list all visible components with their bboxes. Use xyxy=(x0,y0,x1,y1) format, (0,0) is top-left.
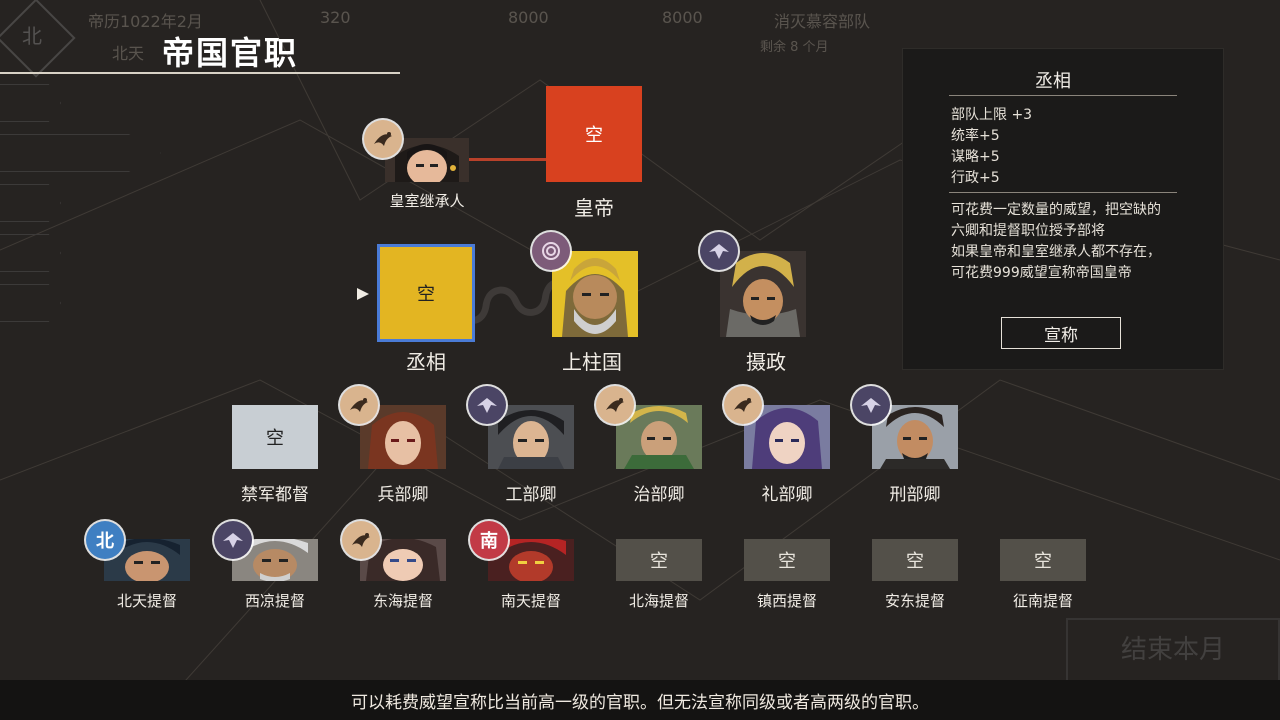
empty-label: 空 xyxy=(266,428,284,449)
eagle-icon xyxy=(468,386,506,424)
gov-portrait[interactable] xyxy=(616,405,702,469)
nation-emblem-text: 北 xyxy=(22,24,42,48)
nation-name: 北天 xyxy=(112,44,145,63)
guard-label: 禁军都督 xyxy=(241,485,309,505)
nantian-portrait[interactable] xyxy=(488,539,574,581)
desc-line: 可花费一定数量的威望，把空缺的 xyxy=(951,202,1161,218)
panel-divider xyxy=(949,95,1177,96)
troops-value: 8000 xyxy=(662,8,703,27)
beitian-face xyxy=(104,539,190,581)
gov-label: 治部卿 xyxy=(633,485,685,505)
footer-hint: 可以耗费威望宣称比当前高一级的官职。但无法宣称同级或者高两级的官职。 xyxy=(351,693,929,713)
zhengnan-label: 征南提督 xyxy=(1012,592,1073,610)
zhengnan-slot[interactable]: 空 xyxy=(1000,539,1086,581)
zhenxi-slot[interactable]: 空 xyxy=(744,539,830,581)
stat-line: 行政+5 xyxy=(951,170,1000,186)
desc-line: 如果皇帝和皇室继承人都不存在， xyxy=(951,244,1161,260)
empty-label: 空 xyxy=(585,125,603,146)
andong-label: 安东提督 xyxy=(884,592,945,610)
chancellor-label: 丞相 xyxy=(406,350,446,374)
regent-face xyxy=(720,251,806,337)
pillar-label: 上柱国 xyxy=(562,350,622,374)
chancellor-slot[interactable]: 空 xyxy=(380,247,472,339)
panel-title: 丞相 xyxy=(1035,71,1071,92)
nation-emblem-frame xyxy=(0,0,76,78)
task-sub-text: 剩余 8 个月 xyxy=(760,40,829,55)
side-menu-flag xyxy=(0,284,61,322)
crane-icon xyxy=(342,521,380,559)
rites-label: 礼部卿 xyxy=(761,485,813,505)
eagle-icon xyxy=(214,521,252,559)
empty-label: 空 xyxy=(417,284,435,305)
xiliang-label: 西凉提督 xyxy=(244,592,305,610)
empty-label: 空 xyxy=(778,551,796,572)
side-menu-mail xyxy=(0,234,61,272)
title-underline xyxy=(0,72,400,74)
side-menu-active xyxy=(0,134,161,172)
war-face xyxy=(360,405,446,469)
side-menu-gear xyxy=(0,84,61,122)
panel-divider xyxy=(949,192,1177,193)
zhenxi-label: 镇西提督 xyxy=(756,592,817,610)
works-label: 工部卿 xyxy=(505,485,557,505)
eagle-icon xyxy=(852,386,890,424)
footer-bar xyxy=(0,680,1280,720)
stat-line: 部队上限 +3 xyxy=(951,107,1033,123)
beihai-slot[interactable]: 空 xyxy=(616,539,702,581)
page-title: 帝国官职 xyxy=(162,34,299,72)
nantian-label: 南天提督 xyxy=(500,592,561,610)
xiliang-face xyxy=(232,539,318,581)
rites-portrait[interactable] xyxy=(744,405,830,469)
emperor-label: 皇帝 xyxy=(574,196,614,220)
heir-emperor-link xyxy=(468,158,548,161)
empty-label: 空 xyxy=(650,551,668,572)
north-faction-icon: 北 xyxy=(86,521,124,559)
justice-label: 刑部卿 xyxy=(889,485,941,505)
selection-pointer-icon xyxy=(357,288,369,300)
war-portrait[interactable] xyxy=(360,405,446,469)
nantian-face xyxy=(488,539,574,581)
regent-portrait[interactable] xyxy=(720,251,806,337)
declare-button[interactable]: 宣称 xyxy=(1001,317,1121,349)
stat-line: 谋略+5 xyxy=(951,149,1000,165)
gov-face xyxy=(616,405,702,469)
rites-face xyxy=(744,405,830,469)
empty-label: 空 xyxy=(906,551,924,572)
side-menu-people xyxy=(0,184,61,222)
emperor-slot[interactable]: 空 xyxy=(546,86,642,182)
crane-icon xyxy=(724,386,762,424)
crane-icon xyxy=(340,386,378,424)
beihai-label: 北海提督 xyxy=(628,592,689,610)
desc-line: 六卿和提督职位授予部将 xyxy=(951,223,1105,239)
office-info-panel: 丞相 部队上限 +3 统率+5 谋略+5 行政+5 可花费一定数量的威望，把空缺… xyxy=(902,48,1224,370)
andong-slot[interactable]: 空 xyxy=(872,539,958,581)
end-month-button: 结束本月 xyxy=(1066,618,1280,682)
swirl-icon xyxy=(532,232,570,270)
crane-icon xyxy=(364,120,402,158)
eagle-icon xyxy=(700,232,738,270)
food-value: 8000 xyxy=(508,8,549,27)
empty-label: 空 xyxy=(1034,551,1052,572)
beitian-label: 北天提督 xyxy=(116,592,177,610)
gold-value: 320 xyxy=(320,8,351,27)
regent-label: 摄政 xyxy=(746,350,786,374)
stat-line: 统率+5 xyxy=(951,128,1000,144)
beitian-portrait[interactable] xyxy=(104,539,190,581)
pillar-portrait[interactable] xyxy=(552,251,638,337)
south-faction-icon: 南 xyxy=(470,521,508,559)
donghai-label: 东海提督 xyxy=(372,592,433,610)
crane-icon xyxy=(596,386,634,424)
desc-line: 可花费999威望宣称帝国皇帝 xyxy=(951,265,1132,281)
xiliang-portrait[interactable] xyxy=(232,539,318,581)
war-label: 兵部卿 xyxy=(377,485,429,505)
task-text: 消灭慕容部队 xyxy=(774,12,871,31)
heir-label: 皇室继承人 xyxy=(389,192,465,210)
guard-slot[interactable]: 空 xyxy=(232,405,318,469)
pillar-face xyxy=(552,251,638,337)
